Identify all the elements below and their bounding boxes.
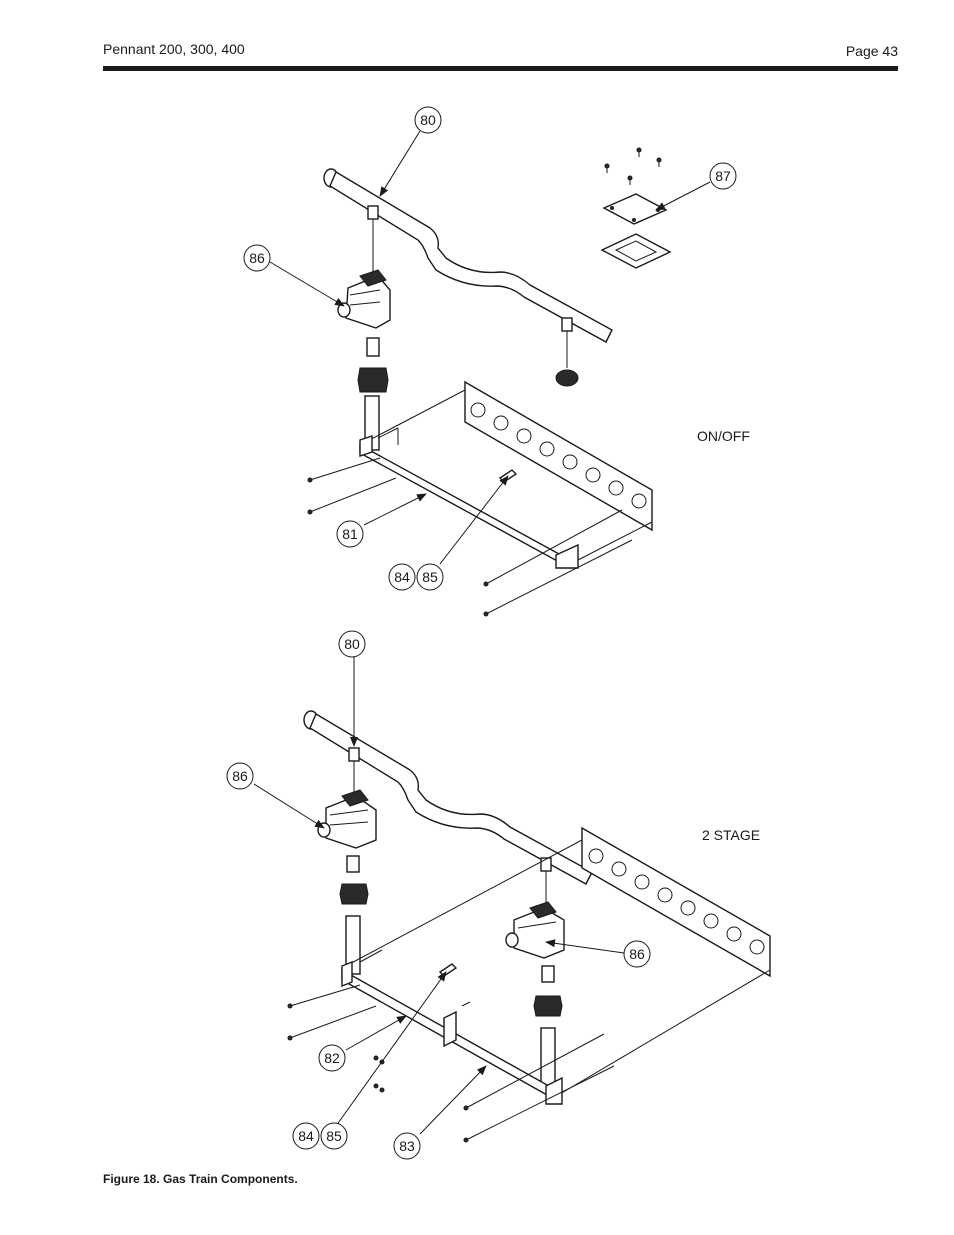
top-burner-plate	[464, 380, 653, 532]
callout-top-80: 80	[414, 106, 442, 134]
bottom-assembly: 80 86 86 82 84 85 83	[226, 630, 771, 1160]
svg-text:86: 86	[232, 768, 248, 784]
label-on-off: ON/OFF	[697, 428, 750, 444]
top-assembly: 80 87 86 81 84 85	[243, 106, 737, 617]
callout-bottom-83: 83	[393, 1132, 421, 1160]
bottom-manifold	[341, 839, 771, 1105]
bottom-gas-valve-2	[505, 901, 565, 959]
label-2-stage: 2 STAGE	[702, 827, 761, 843]
svg-text:85: 85	[326, 1128, 342, 1144]
header-rule	[103, 66, 898, 71]
svg-text:82: 82	[324, 1050, 340, 1066]
bottom-riser-2	[540, 1027, 556, 1087]
svg-text:83: 83	[399, 1138, 415, 1154]
callout-top-84: 84	[388, 563, 416, 591]
bottom-nipple-2	[541, 965, 555, 983]
svg-text:84: 84	[394, 569, 410, 585]
callout-bottom-85: 85	[320, 1122, 348, 1150]
bottom-riser-1	[345, 915, 361, 975]
callout-top-87: 87	[709, 162, 737, 190]
svg-text:86: 86	[629, 946, 645, 962]
header-document-title: Pennant 200, 300, 400	[103, 41, 245, 57]
top-gas-valve	[337, 269, 391, 329]
svg-text:80: 80	[420, 112, 436, 128]
top-cover-screws	[604, 147, 662, 185]
bottom-gas-valve-1	[317, 789, 377, 849]
top-plug	[555, 369, 579, 387]
svg-text:80: 80	[344, 636, 360, 652]
callout-top-85: 85	[416, 563, 444, 591]
bottom-burner-plate	[581, 826, 771, 978]
callout-bottom-80: 80	[338, 630, 366, 658]
callout-top-81: 81	[336, 520, 364, 548]
figure-caption: Figure 18. Gas Train Components.	[103, 1172, 298, 1186]
callout-bottom-86-left: 86	[226, 762, 254, 790]
bottom-union-2	[533, 995, 563, 1017]
top-screws	[307, 457, 633, 617]
svg-text:85: 85	[422, 569, 438, 585]
bottom-nipple-1	[346, 855, 360, 873]
bottom-union-1	[339, 883, 369, 905]
header-page-number: Page 43	[845, 43, 898, 59]
callout-bottom-86-right: 86	[623, 940, 651, 968]
svg-text:84: 84	[298, 1128, 314, 1144]
svg-text:86: 86	[249, 250, 265, 266]
top-nipple	[366, 337, 380, 357]
top-cover-plate	[600, 193, 672, 269]
bottom-gas-pipe	[303, 710, 593, 905]
svg-text:87: 87	[715, 168, 731, 184]
callout-top-86: 86	[243, 244, 271, 272]
callout-bottom-84: 84	[292, 1122, 320, 1150]
top-manifold	[359, 389, 653, 570]
top-gas-pipe	[323, 168, 613, 368]
bottom-pilot-fitting	[438, 963, 458, 977]
svg-text:81: 81	[342, 526, 358, 542]
callout-bottom-82: 82	[318, 1044, 346, 1072]
top-union	[357, 367, 389, 393]
